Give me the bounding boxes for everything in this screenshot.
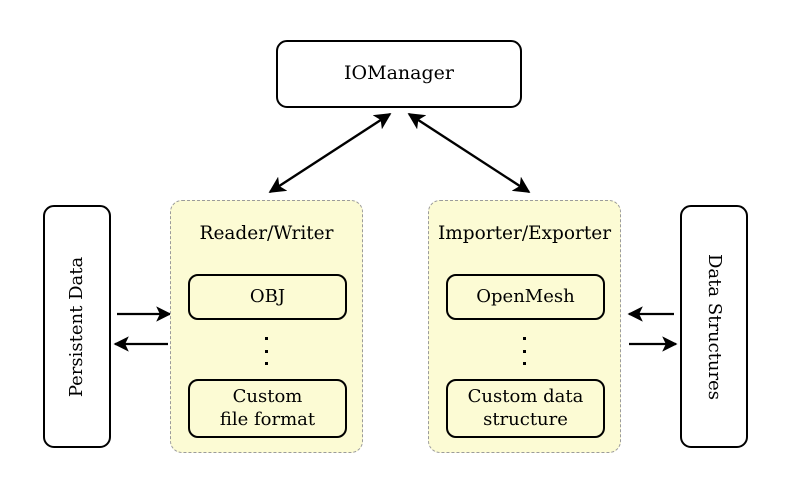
item-custom-file-format-label-line2: file format [219, 408, 316, 430]
connector-manager-to-reader-writer [268, 112, 392, 194]
ellipsis-reader-writer [264, 337, 268, 365]
node-persistent-data-label: Persistent Data [66, 256, 88, 397]
item-custom-data-structure-label-line1: Custom data [467, 386, 584, 407]
connector-manager-to-importer-exporter [407, 112, 531, 194]
node-iomanager[interactable]: IOManager [276, 40, 522, 108]
panel-reader-writer[interactable]: Reader/Writer OBJ Custom file format [170, 200, 363, 453]
panel-importer-exporter-title: Importer/Exporter [437, 223, 612, 244]
panel-importer-exporter[interactable]: Importer/Exporter OpenMesh Custom data s… [428, 200, 621, 453]
node-persistent-data[interactable]: Persistent Data [43, 205, 111, 448]
panel-reader-writer-title: Reader/Writer [199, 223, 334, 244]
item-openmesh[interactable]: OpenMesh [446, 274, 605, 320]
node-iomanager-label: IOManager [344, 62, 454, 85]
node-data-structures[interactable]: Data Structures [680, 205, 748, 448]
node-data-structures-label: Data Structures [703, 253, 725, 400]
item-obj[interactable]: OBJ [188, 274, 347, 320]
item-obj-label: OBJ [249, 285, 286, 307]
item-custom-file-format[interactable]: Custom file format [188, 379, 347, 438]
ellipsis-importer-exporter [522, 337, 526, 365]
item-openmesh-label: OpenMesh [476, 285, 575, 307]
item-custom-data-structure[interactable]: Custom data structure [446, 379, 605, 438]
item-custom-file-format-label-line1: Custom [232, 386, 303, 407]
item-custom-data-structure-label-line2: structure [483, 408, 568, 430]
